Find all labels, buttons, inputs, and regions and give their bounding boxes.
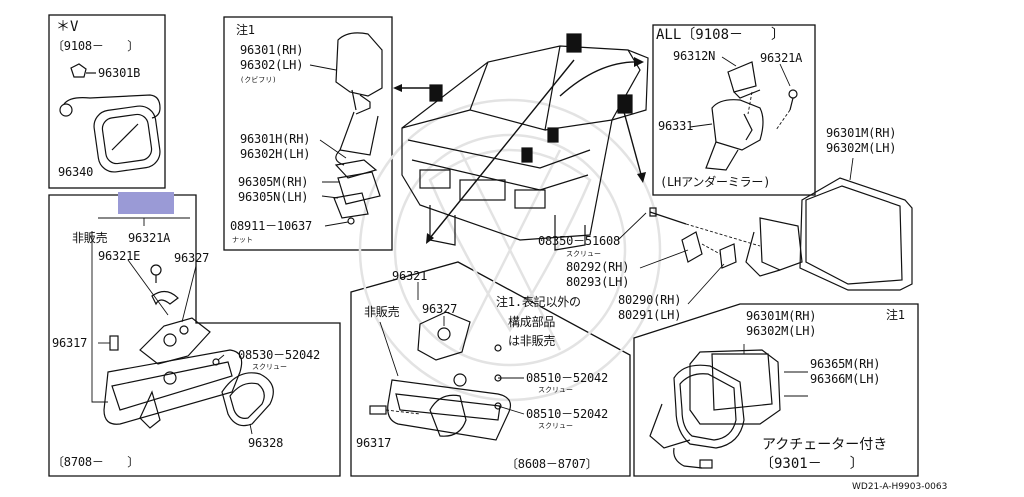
part-80292: 80292(RH)	[566, 260, 630, 274]
document-id: WD21-A-H9903-0063	[852, 482, 948, 492]
screw-label-08530: スクリュー	[252, 363, 287, 371]
part-96302: 96302(LH)	[240, 58, 304, 72]
mirror-96331	[711, 99, 764, 151]
actuator-caption: アクチェーター付き	[762, 437, 888, 453]
part-08530: 08530－52042	[238, 348, 321, 362]
part-96366m: 96366M(LH)	[810, 372, 881, 386]
mirror-glass-actuator	[673, 364, 745, 449]
cover-96328	[221, 372, 274, 427]
part-96305m: 96305M(RH)	[238, 175, 309, 189]
mirror-96340	[93, 105, 161, 173]
mirror-body-8608	[387, 379, 511, 441]
mirror-body-8708	[103, 349, 243, 425]
part-96317-8708: 96317	[52, 336, 88, 350]
part-96321a-8708: 96321A	[128, 231, 171, 245]
part-96327-8708: 96327	[174, 251, 210, 265]
box-note1-mark: 注1	[236, 23, 255, 37]
mirror-96301m-large	[745, 177, 913, 291]
part-96317-8608: 96317	[356, 436, 392, 450]
part-08510-b: 08510－52042	[526, 407, 609, 421]
screw-label-08510-a: スクリュー	[538, 386, 573, 394]
part-96321-8608: 96321	[392, 269, 428, 283]
part-80293: 80293(LH)	[566, 275, 630, 289]
part-96301m-act: 96301M(RH)	[746, 309, 817, 323]
note-line-1: 注1.表記以外の	[496, 295, 581, 309]
truck-illustration	[401, 33, 649, 251]
box-all-header: ALL〔9108－ 〕	[656, 27, 786, 43]
note-line-3: は非販売	[508, 334, 556, 348]
part-96340: 96340	[58, 165, 94, 179]
part-96302m-right: 96302M(LH)	[826, 141, 897, 155]
part-08350: 08350－51608	[538, 234, 621, 248]
screw-label-08510-b: スクリュー	[538, 422, 573, 430]
part-96321a-all: 96321A	[760, 51, 803, 65]
nut-label: ナット	[232, 236, 253, 244]
part-96301m-right: 96301M(RH)	[826, 126, 897, 140]
part-96301b: 96301B	[98, 66, 141, 80]
part-08911: 08911－10637	[230, 219, 313, 233]
box-8608-frame	[350, 261, 631, 477]
part-96305n: 96305N(LH)	[238, 190, 309, 204]
part-96328: 96328	[248, 436, 284, 450]
actuator-date: 〔9301－ 〕	[760, 456, 864, 472]
part-80290: 80290(RH)	[618, 293, 682, 307]
highlight-marker	[118, 192, 174, 214]
watermark-emblem	[358, 98, 662, 402]
part-96321e: 96321E	[98, 249, 141, 263]
actuator-note-mark: 注1	[886, 308, 905, 322]
box-actuator-frame	[633, 303, 919, 477]
box-8708-frame	[48, 194, 341, 477]
bracket-arm	[63, 94, 161, 119]
sub-note-kubifuri: (クビフリ)	[240, 76, 277, 84]
box-8708-date: 〔8708－ 〕	[52, 455, 140, 469]
not-for-sale-8708: 非販売	[72, 231, 108, 245]
box-all-caption: (LHアンダーミラー)	[660, 175, 771, 189]
part-96312n: 96312N	[673, 49, 716, 63]
part-80291: 80291(LH)	[618, 308, 682, 322]
box-all-frame	[652, 24, 816, 196]
part-96301: 96301(RH)	[240, 43, 304, 57]
box-8608-date: 〔8608－8707〕	[506, 457, 598, 471]
not-for-sale-8608: 非販売	[364, 305, 400, 319]
part-96302h: 96302H(LH)	[240, 147, 311, 161]
box-v-date: 〔9108－ 〕	[52, 39, 140, 53]
screw-label-08350: スクリュー	[566, 250, 601, 258]
part-96365m: 96365M(RH)	[810, 357, 881, 371]
part-96327-8608: 96327	[422, 302, 458, 316]
mirror-96301	[335, 32, 383, 97]
box-note1-frame	[223, 16, 393, 251]
box-v-header: ＊V	[56, 19, 79, 35]
note-line-2: 構成部品	[508, 315, 556, 329]
part-96302m-act: 96302M(LH)	[746, 324, 817, 338]
part-96331: 96331	[658, 119, 694, 133]
part-08510-a: 08510－52042	[526, 371, 609, 385]
part-96301h: 96301H(RH)	[240, 132, 311, 146]
box-v-frame	[48, 14, 166, 189]
